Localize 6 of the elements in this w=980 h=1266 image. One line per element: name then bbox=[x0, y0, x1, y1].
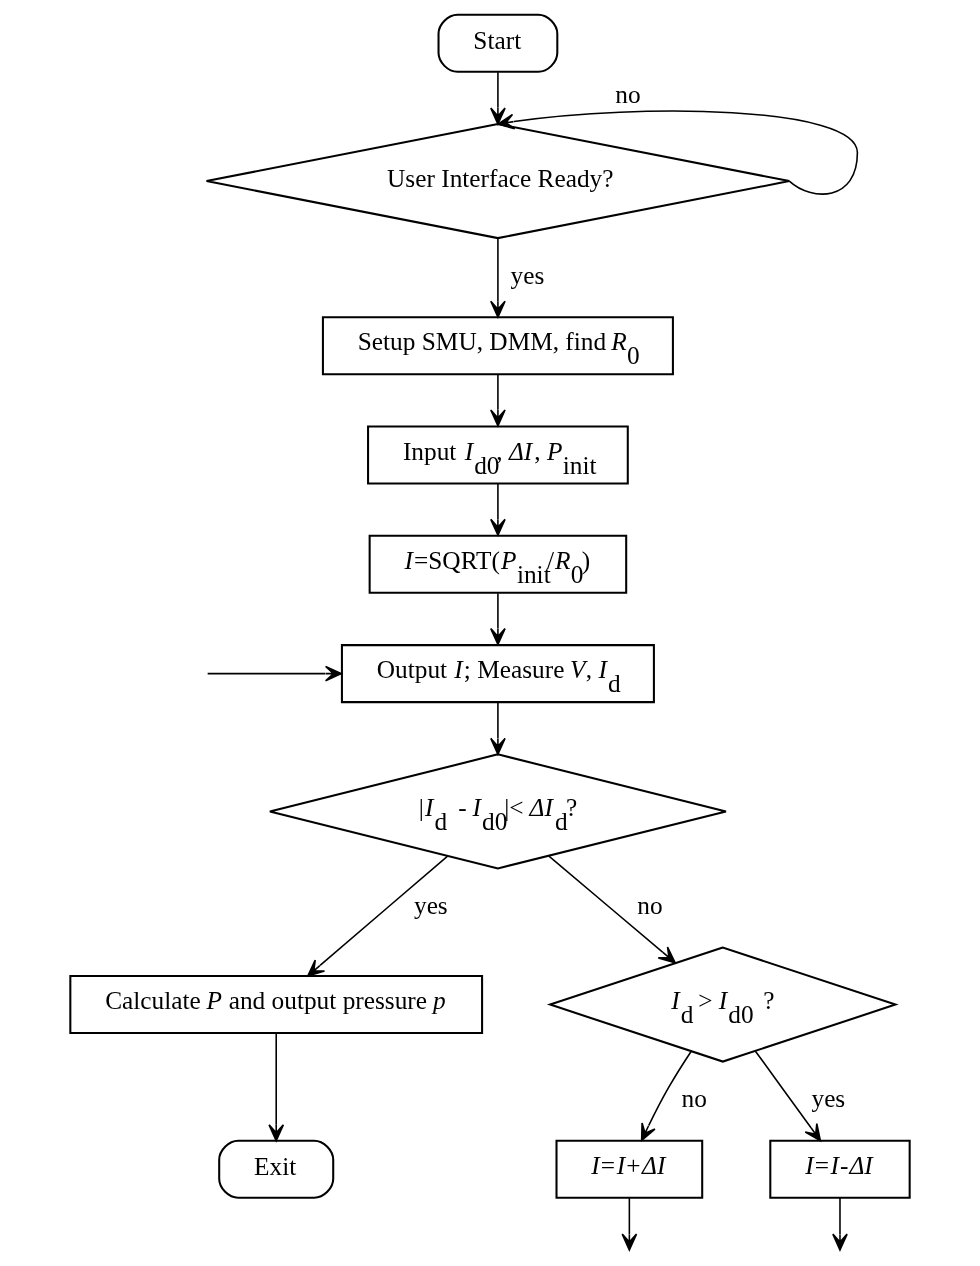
edge-label: no bbox=[681, 1084, 707, 1113]
edge-label: no bbox=[615, 80, 641, 109]
edge-label: yes bbox=[811, 1084, 846, 1113]
edge-label: yes bbox=[510, 260, 545, 289]
edge-label: yes bbox=[413, 891, 448, 919]
edge-label: no bbox=[637, 891, 663, 919]
